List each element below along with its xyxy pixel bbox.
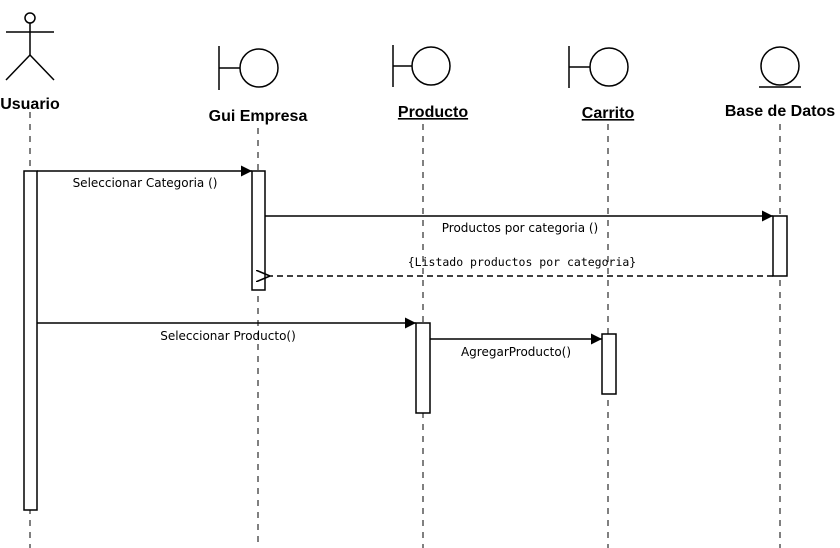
message-label: Seleccionar Producto() <box>160 329 296 343</box>
participant-producto: Producto <box>398 104 468 121</box>
participant-gui-empresa: Gui Empresa <box>209 108 308 125</box>
activation-gui-empresa <box>251 170 266 291</box>
activation-usuario <box>23 170 38 511</box>
message-label: {Listado productos por categoria} <box>408 255 636 269</box>
actor-icon <box>5 12 55 81</box>
message-label: Productos por categoria () <box>442 221 598 235</box>
activation-producto <box>415 322 431 414</box>
entity-icon <box>759 46 801 88</box>
boundary-icon <box>568 46 629 88</box>
message-label: AgregarProducto() <box>461 345 571 359</box>
boundary-icon <box>392 45 451 87</box>
participant-usuario: Usuario <box>0 96 60 113</box>
activation-carrito <box>601 333 617 395</box>
activation-base-de-datos <box>772 215 788 277</box>
boundary-icon <box>218 46 279 90</box>
participant-base-de-datos: Base de Datos <box>725 103 835 120</box>
participant-carrito: Carrito <box>582 105 635 122</box>
message-label: Seleccionar Categoria () <box>73 176 218 190</box>
